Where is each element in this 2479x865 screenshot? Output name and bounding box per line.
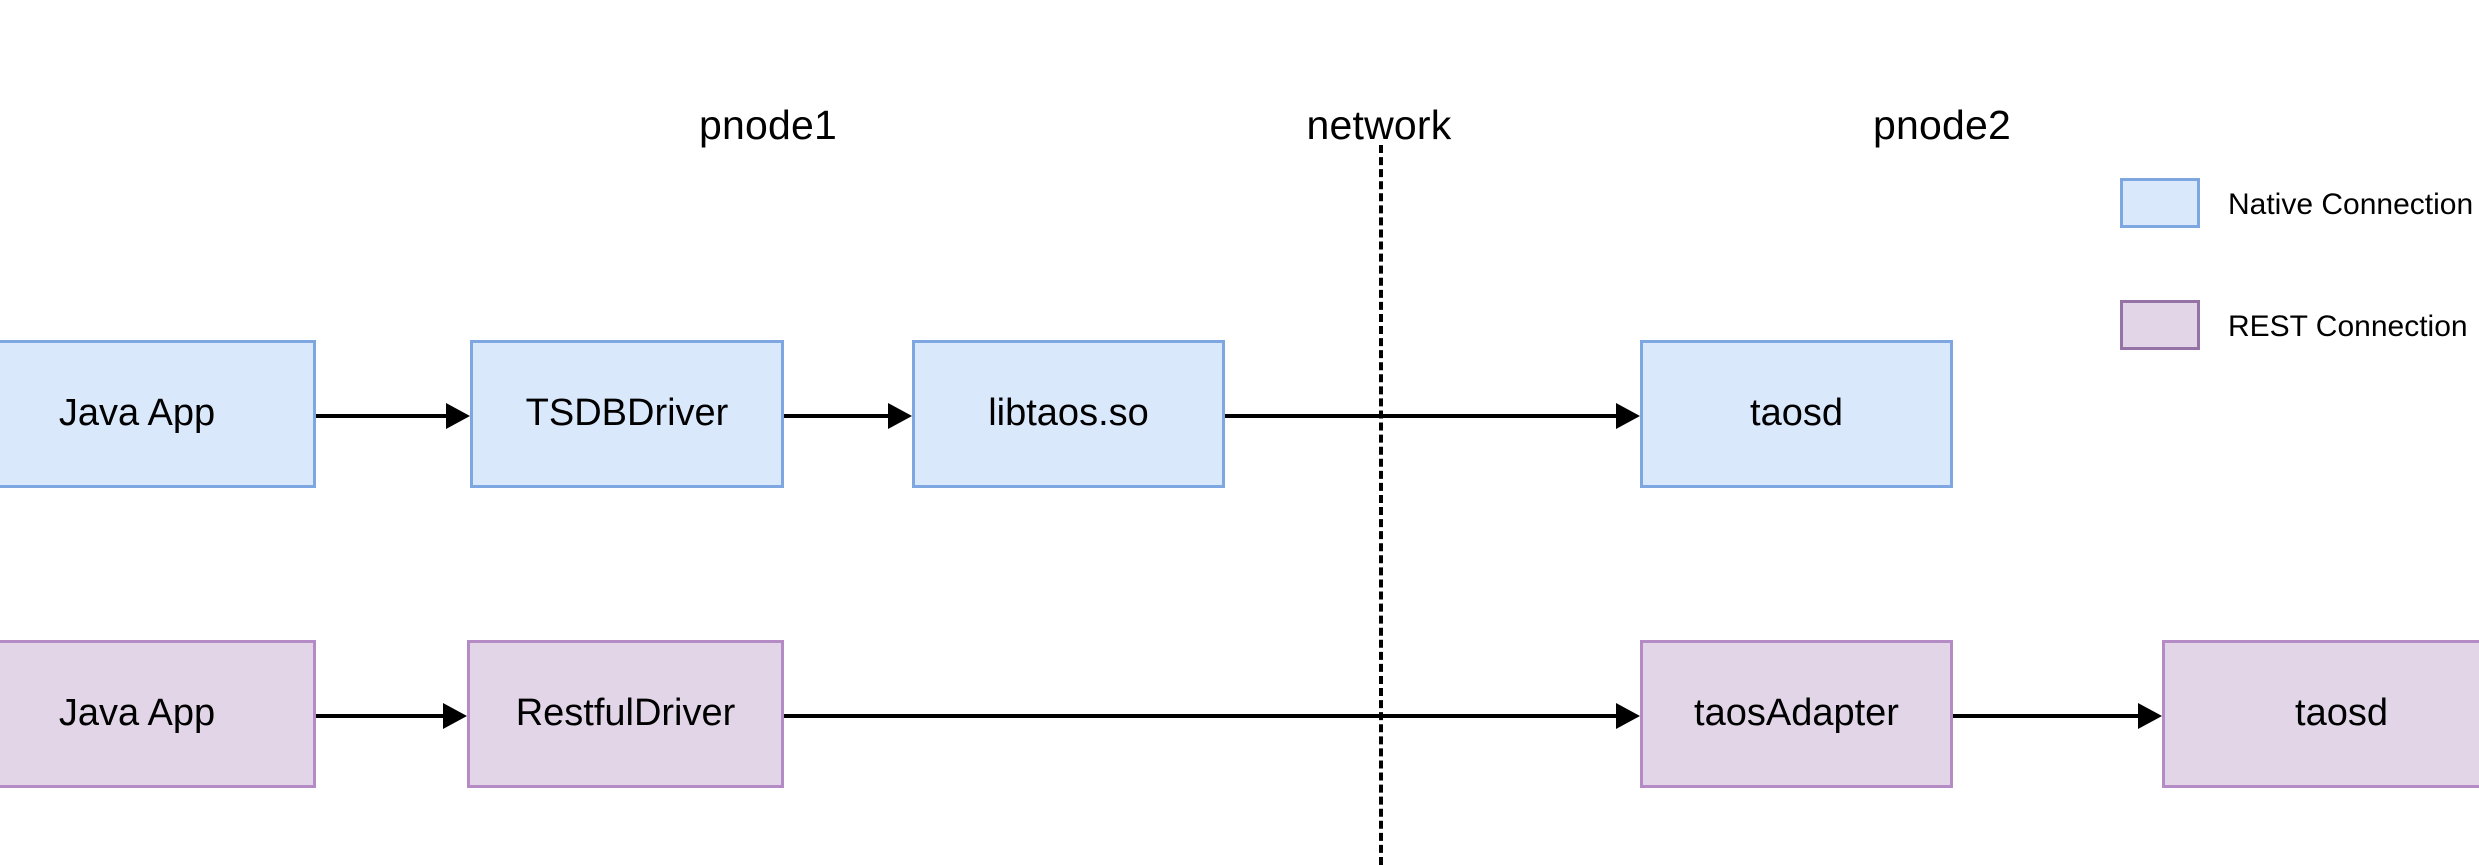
legend-swatch-native — [2120, 178, 2200, 228]
arrowhead-tsdbdriver-to-libtaos — [888, 403, 912, 429]
connector-libtaos-to-taosd — [1225, 414, 1620, 418]
arrowhead-adapter-to-taosd — [2138, 703, 2162, 729]
arrowhead-javaapp-to-restfuldriver — [443, 703, 467, 729]
legend-label-rest: REST Connection — [2228, 310, 2468, 343]
network-boundary — [1379, 145, 1383, 865]
zone-label-pnode1: pnode1 — [698, 102, 838, 148]
node-libtaos-so[interactable]: libtaos.so — [912, 340, 1225, 488]
legend-label-native: Native Connection — [2228, 188, 2474, 221]
node-taosd-rest[interactable]: taosd — [2162, 640, 2479, 788]
node-tsdb-driver[interactable]: TSDBDriver — [470, 340, 784, 488]
legend-swatch-rest — [2120, 300, 2200, 350]
connector-javaapp-to-restfuldriver — [316, 714, 447, 718]
connector-tsdbdriver-to-libtaos — [784, 414, 892, 418]
node-restful-driver[interactable]: RestfulDriver — [467, 640, 784, 788]
connector-adapter-to-taosd — [1953, 714, 2142, 718]
arrowhead-libtaos-to-taosd — [1616, 403, 1640, 429]
arrowhead-restfuldriver-to-adapter — [1616, 703, 1640, 729]
node-taos-adapter[interactable]: taosAdapter — [1640, 640, 1953, 788]
node-java-app-native[interactable]: Java App — [0, 340, 316, 488]
arrowhead-javaapp-to-tsdbdriver — [446, 403, 470, 429]
connector-javaapp-to-tsdbdriver — [316, 414, 450, 418]
zone-label-network: network — [1306, 102, 1452, 148]
connector-restfuldriver-to-adapter — [784, 714, 1620, 718]
node-taosd-native[interactable]: taosd — [1640, 340, 1953, 488]
node-java-app-rest[interactable]: Java App — [0, 640, 316, 788]
zone-label-pnode2: pnode2 — [1872, 102, 2012, 148]
